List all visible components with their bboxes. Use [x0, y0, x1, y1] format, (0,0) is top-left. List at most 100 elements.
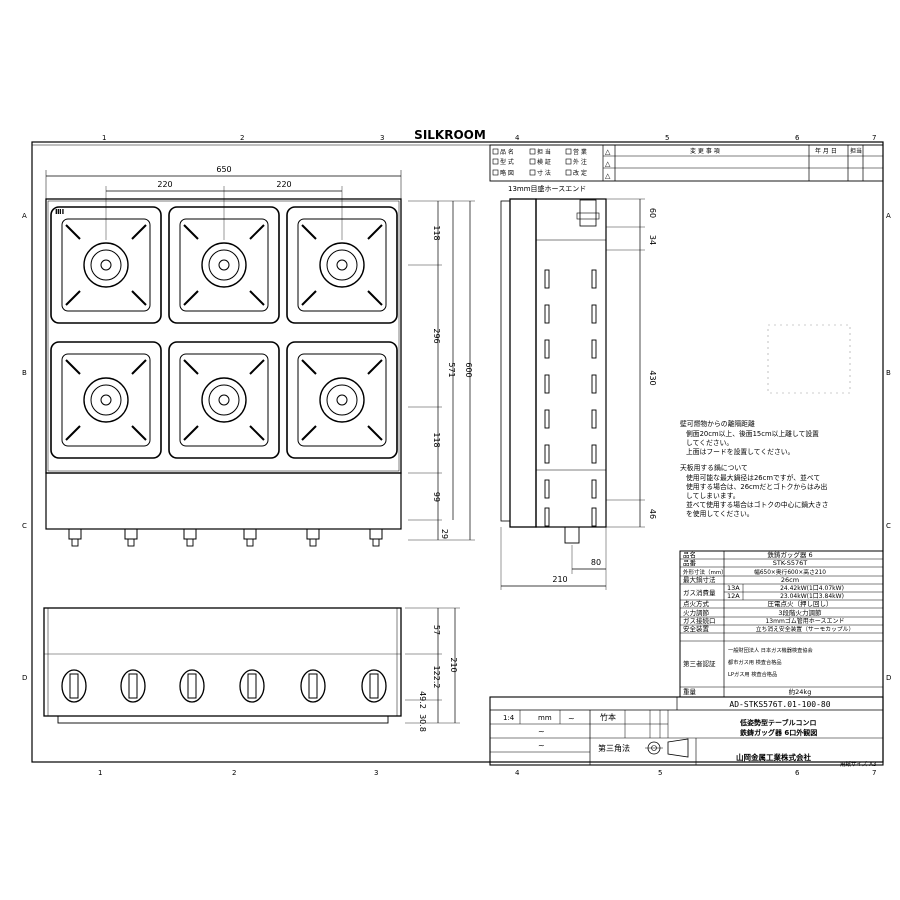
marker-top-7: 7	[872, 134, 876, 142]
dim-front-row: 118	[432, 432, 441, 447]
spec-third-party-1: 一般財団法人 日本ガス機器検査協会	[728, 646, 813, 654]
vent-slot-right	[591, 374, 597, 394]
faint-stamp	[767, 324, 851, 394]
projection-symbol-cone	[667, 738, 689, 758]
trivet-arm	[131, 425, 147, 441]
marker-top-4: 4	[515, 134, 520, 142]
note-pots-4: 並べて使用する場合はゴトクの中心に鍋大きさ	[686, 500, 828, 509]
knob-stem	[127, 538, 135, 547]
revision-header-date: 年 月 日	[815, 147, 837, 155]
check-item-9: 改 定	[573, 169, 587, 177]
spec-label-ignition: 点火方式	[683, 599, 710, 608]
projection-label: 第三角法	[598, 743, 630, 753]
vent-slot-left	[544, 304, 550, 324]
knob-stem	[309, 538, 317, 547]
dim-left-pitch: 220	[157, 180, 172, 189]
front-knob-grip	[308, 673, 318, 699]
spec-value-ignition: 圧電点火（押し回し）	[768, 599, 833, 608]
spec-gas-value-13a: 24.42kW(1口4.07kW)	[780, 585, 844, 592]
trivet-arm	[131, 359, 147, 375]
top-view: ⅢI 650 220 220 600 571 118 296 118 99 29	[45, 165, 475, 547]
check-item-7: 略 図	[500, 169, 514, 177]
spec-label-heat: 火力調節	[683, 608, 710, 617]
trivet-arm	[249, 425, 265, 441]
knob-body	[124, 528, 138, 540]
side-vent-slots	[544, 269, 597, 527]
marker-top-2: 2	[240, 134, 244, 142]
front-knob	[61, 669, 87, 703]
front-knob-grip	[187, 673, 197, 699]
vent-slot-left	[544, 269, 550, 289]
trivet-arm	[301, 290, 317, 306]
trivet-arm	[65, 425, 81, 441]
knob-body	[183, 528, 197, 540]
dim-total-width: 650	[216, 165, 231, 174]
drawn-by: 竹本	[600, 712, 616, 722]
spec-label-third-party: 第三者認証	[683, 659, 716, 668]
revision-symbol-3: △	[605, 172, 611, 180]
tilde-2: ~	[538, 727, 545, 736]
burner-center	[100, 394, 112, 406]
marker-bottom-5: 5	[658, 769, 662, 777]
spec-value-connection: 13mmゴム管用ホースエンド	[765, 617, 844, 625]
border-markers: 1 2 3 4 5 6 7 1 2 3 4 5 6 7 A B C D A B …	[22, 134, 891, 777]
knob-stem	[71, 538, 79, 547]
spec-gas-type-12a: 12A	[727, 592, 740, 600]
knob-stem	[372, 538, 380, 547]
vent-slot-left	[544, 409, 550, 429]
burner-center	[336, 259, 348, 271]
burner-center	[336, 394, 348, 406]
knob-body	[243, 528, 257, 540]
unit-value: mm	[538, 714, 552, 722]
trivet-arm	[183, 359, 199, 375]
revision-header-by: 担当	[850, 147, 862, 155]
trivet-arm	[131, 224, 147, 240]
vent-slot-right	[591, 507, 597, 527]
vent-slot-right	[591, 304, 597, 324]
front-dim-top: 57	[432, 625, 441, 635]
burner-cell	[286, 341, 398, 459]
trivet-arm	[249, 290, 265, 306]
burner-ring	[201, 242, 247, 288]
spec-third-party-2: 都市ガス用 検査合格品	[728, 658, 782, 666]
revision-symbol-1: △	[605, 148, 611, 156]
note-title-pots: 天板用する鍋について	[680, 463, 748, 472]
dim-knob: 29	[440, 529, 449, 539]
marker-bottom-4: 4	[515, 769, 520, 777]
burner-cap	[90, 249, 122, 281]
marker-bottom-3: 3	[374, 769, 378, 777]
title-line-2: 鉄鋳ガッグ器 6口外観図	[740, 728, 817, 737]
dim-inner-depth: 571	[447, 362, 456, 377]
burner-cap	[208, 249, 240, 281]
front-knob-grip	[247, 673, 257, 699]
dim-right-pitch: 220	[276, 180, 291, 189]
trivet-arm	[131, 290, 147, 306]
knob-row	[68, 528, 383, 547]
burner-cap	[326, 249, 358, 281]
marker-top-6: 6	[795, 134, 800, 142]
trivet-arm	[65, 359, 81, 375]
trivet-arm	[183, 224, 199, 240]
burner-cap	[208, 384, 240, 416]
note-title-clearance: 壁可燃物からの離隔距離	[680, 419, 755, 428]
note-pots-2: 使用する場合は、26cmだとゴトクからはみ出	[686, 482, 828, 491]
dim-total-depth: 600	[464, 362, 473, 377]
check-item-4: 型 式	[500, 158, 514, 166]
note-pots-3: してしまいます。	[686, 492, 740, 500]
title-line-1: 低姿勢型テーブルコンロ	[739, 718, 816, 727]
revision-header-change: 変 更 事 項	[690, 147, 720, 155]
spec-label-name: 品名	[683, 550, 696, 559]
trivet-arm	[183, 425, 199, 441]
knob-body	[306, 528, 320, 540]
spec-label-pot: 最大鍋寸法	[683, 575, 716, 584]
revision-block: 変 更 事 項 年 月 日 担当 △ △ △ 品 名 担 当 営 業 型 式 検…	[489, 144, 884, 182]
front-dim-middle: 122.2	[432, 666, 441, 689]
burner-grid	[50, 206, 398, 459]
hose-end-label: 13mm目盛ホースエンド	[508, 184, 586, 193]
front-knob	[361, 669, 387, 703]
burner-trivet-outer	[50, 341, 162, 459]
marker-left-a: A	[22, 212, 27, 220]
trivet-arm	[65, 290, 81, 306]
front-knob-grip	[128, 673, 138, 699]
marker-right-a: A	[886, 212, 891, 220]
